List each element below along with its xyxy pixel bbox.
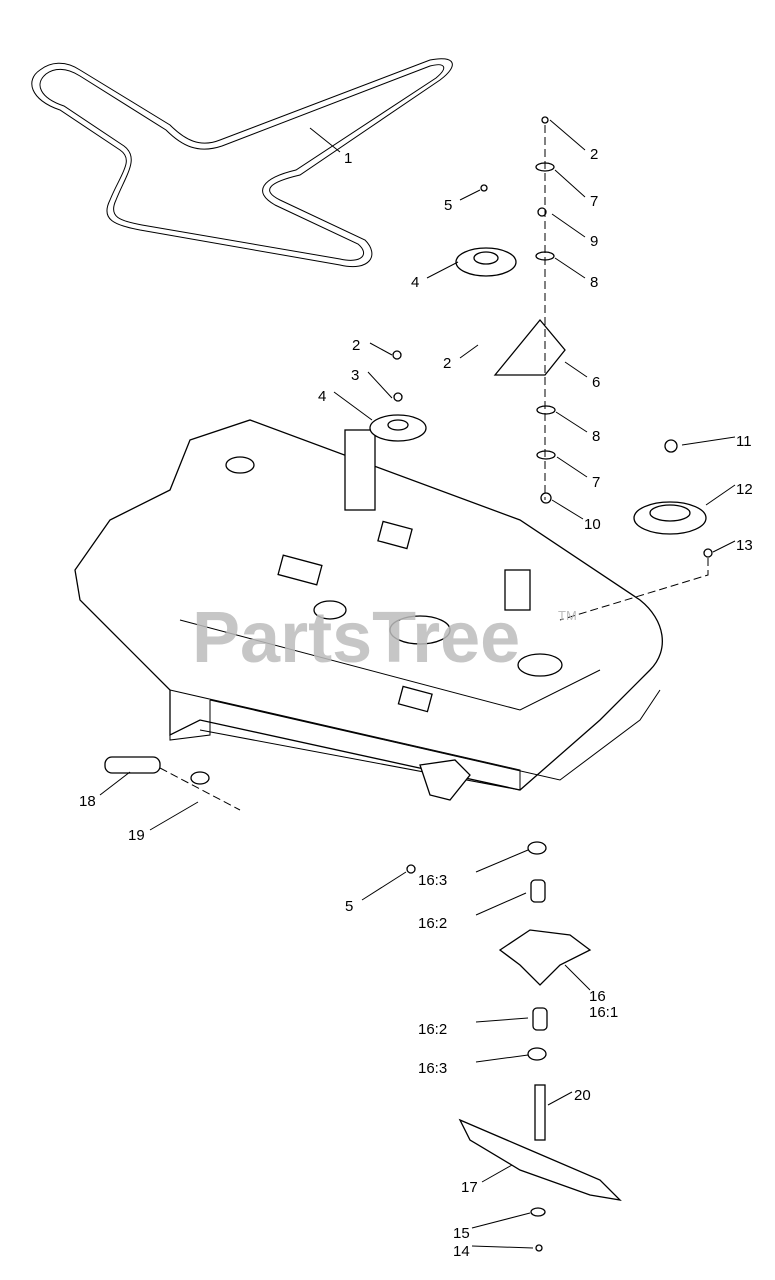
callout-2: 2 (352, 337, 360, 354)
callout-12: 12 (736, 481, 753, 498)
callout-6: 6 (592, 374, 600, 391)
partstree-watermark: PartsTree (192, 598, 520, 678)
leader-lines (99, 119, 736, 1249)
callout-13: 13 (736, 537, 753, 554)
callout-18: 18 (79, 793, 96, 810)
callout-10: 10 (584, 516, 601, 533)
callout-16-2: 16:2 (418, 1021, 447, 1038)
callout-8: 8 (590, 274, 598, 291)
callout-4: 4 (411, 274, 419, 291)
callout-17: 17 (461, 1179, 478, 1196)
callout-7: 7 (592, 474, 600, 491)
belt-part (31, 58, 453, 267)
callout-9: 9 (590, 233, 598, 250)
callout-8: 8 (592, 428, 600, 445)
callout-2: 2 (443, 355, 451, 372)
pulleys (104, 116, 713, 1252)
callout-labels: 1 2 7 9 8 5 4 2 2 3 6 4 8 7 11 12 10 13 … (79, 146, 753, 1260)
callout-1: 1 (344, 150, 352, 167)
callout-16: 16 (589, 988, 606, 1005)
callout-16-3: 16:3 (418, 1060, 447, 1077)
callout-11: 11 (736, 433, 752, 450)
callout-19: 19 (128, 827, 145, 844)
callout-16-3: 16:3 (418, 872, 447, 889)
callout-15: 15 (453, 1225, 470, 1242)
callout-20: 20 (574, 1087, 591, 1104)
callout-3: 3 (351, 367, 359, 384)
callout-4: 4 (318, 388, 326, 405)
callout-7: 7 (590, 193, 598, 210)
callout-16-2: 16:2 (418, 915, 447, 932)
callout-5: 5 (345, 898, 353, 915)
mower-deck-part (74, 419, 663, 801)
trademark-mark: TM (558, 608, 577, 623)
callout-14: 14 (453, 1243, 470, 1260)
callout-16-1: 16:1 (589, 1004, 618, 1021)
callout-2: 2 (590, 146, 598, 163)
callout-5: 5 (444, 197, 452, 214)
